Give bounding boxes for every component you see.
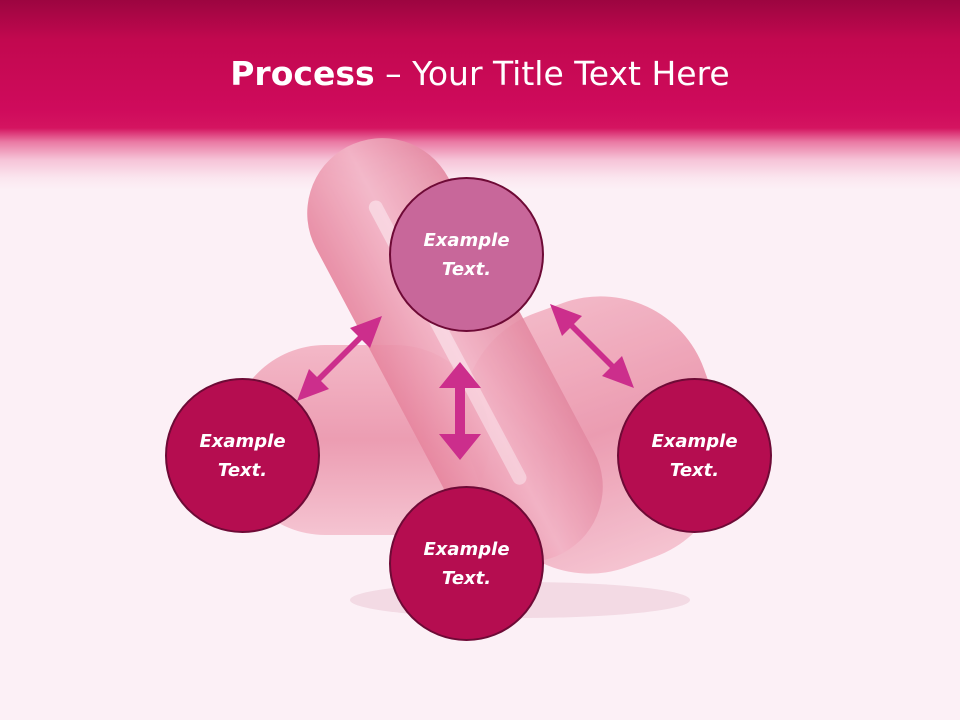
process-node-right-label: Example Text. [651, 430, 738, 481]
slide-title: Process – Your Title Text Here [0, 52, 960, 96]
title-bold: Process [230, 54, 375, 93]
process-node-left-label: Example Text. [199, 430, 286, 481]
arrow-top-right [550, 304, 634, 388]
process-node-top-label: Example Text. [423, 229, 510, 280]
title-rest: – Your Title Text Here [374, 54, 730, 93]
arrow-top-left [297, 316, 382, 401]
process-node-top[interactable]: Example Text. [389, 177, 544, 332]
process-node-bottom-label: Example Text. [423, 538, 510, 589]
process-node-bottom[interactable]: Example Text. [389, 486, 544, 641]
header-band [0, 0, 960, 190]
process-node-right[interactable]: Example Text. [617, 378, 772, 533]
arrow-center-vertical [439, 362, 481, 460]
process-node-left[interactable]: Example Text. [165, 378, 320, 533]
